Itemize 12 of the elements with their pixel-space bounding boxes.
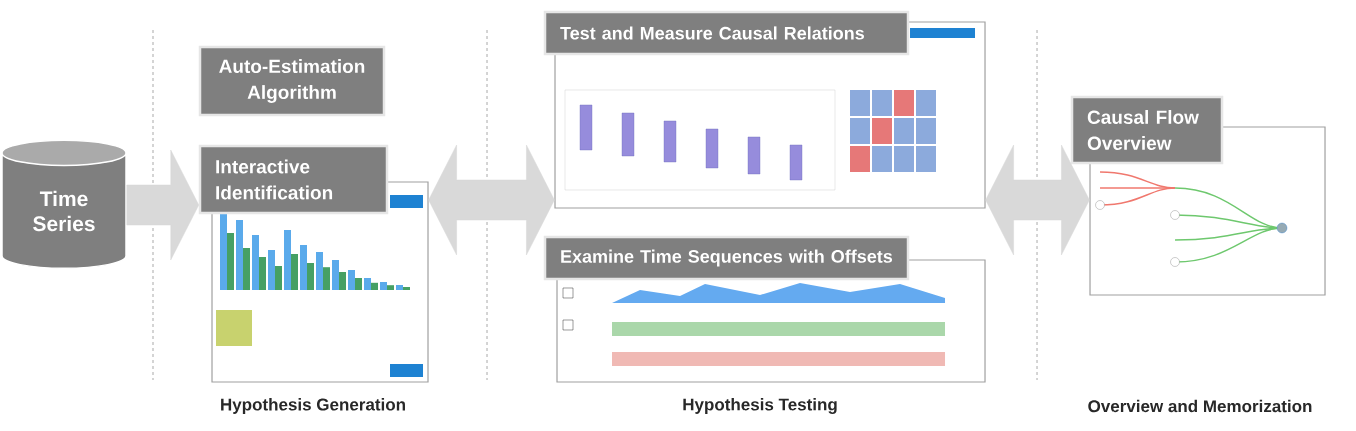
label-box: Interactive Identification (198, 144, 389, 215)
block-arrow (985, 144, 1090, 256)
label-box: Causal Flow Overview (1070, 95, 1224, 165)
stage-caption: Hypothesis Testing (683, 398, 837, 414)
stage-caption: Hypothesis Generation (221, 398, 405, 414)
block-arrow (428, 144, 555, 256)
label-box: Test and Measure Causal Relations (543, 10, 910, 56)
block-arrow (126, 149, 199, 261)
label-box: Examine Time Sequences with Offsets (543, 235, 910, 281)
label-box: Auto-Estimation Algorithm (198, 45, 386, 117)
stage-caption: Overview and Memorization (1088, 399, 1312, 413)
database-cylinder: Time Series (1, 139, 127, 270)
